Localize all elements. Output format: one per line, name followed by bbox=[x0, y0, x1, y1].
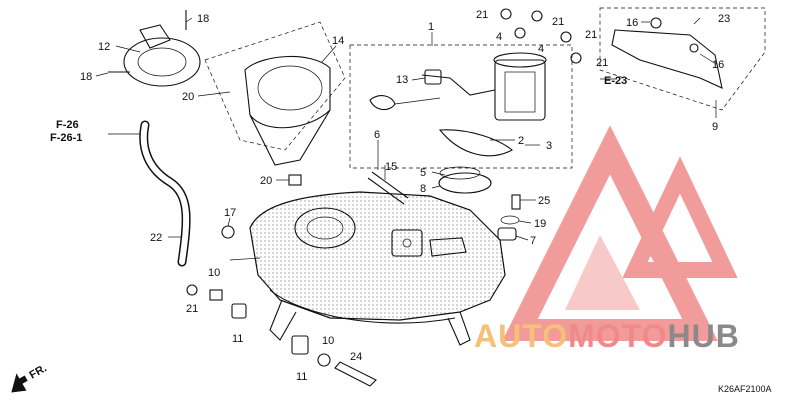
watermark-text: AUTOMOTOHUB bbox=[474, 318, 740, 354]
callout-12: 12 bbox=[98, 41, 110, 53]
ref-f26: F-26 bbox=[56, 119, 79, 131]
callout-20: 20 bbox=[260, 175, 272, 187]
callout-9: 9 bbox=[712, 121, 718, 133]
callout-1: 1 bbox=[428, 21, 434, 33]
hardware bbox=[108, 8, 699, 387]
callout-17: 17 bbox=[224, 207, 236, 219]
callout-16: 16 bbox=[626, 17, 638, 29]
callout-11: 11 bbox=[296, 371, 307, 383]
callout-2: 2 bbox=[518, 135, 524, 147]
callout-6: 6 bbox=[374, 129, 380, 141]
callout-21: 21 bbox=[585, 29, 597, 41]
callout-21: 21 bbox=[476, 9, 488, 21]
fuel-pump-assembly bbox=[349, 44, 573, 169]
callout-15: 15 bbox=[385, 161, 397, 173]
callout-16: 16 bbox=[712, 59, 724, 71]
watermark-hub: HUB bbox=[667, 318, 739, 354]
callout-24: 24 bbox=[350, 351, 362, 363]
callout-21: 21 bbox=[186, 303, 198, 315]
filler-neck bbox=[204, 21, 346, 166]
fuel-cap bbox=[123, 24, 201, 87]
callout-5: 5 bbox=[420, 167, 426, 179]
side-cover bbox=[599, 7, 766, 111]
callout-4: 4 bbox=[496, 31, 502, 43]
watermark-logo bbox=[502, 125, 738, 341]
ref-f26-1: F-26-1 bbox=[50, 132, 82, 144]
callout-18: 18 bbox=[197, 13, 209, 25]
ref-e23: E-23 bbox=[604, 75, 627, 87]
front-direction-arrow: FR. bbox=[11, 362, 49, 393]
callout-7: 7 bbox=[530, 235, 536, 247]
callout-10: 10 bbox=[208, 267, 220, 279]
callout-21: 21 bbox=[596, 57, 608, 69]
callout-14: 14 bbox=[332, 35, 344, 47]
callout-21: 21 bbox=[552, 16, 564, 28]
callout-19: 19 bbox=[534, 218, 546, 230]
leader-lines bbox=[95, 17, 717, 261]
callout-8: 8 bbox=[420, 183, 426, 195]
callout-4: 4 bbox=[538, 43, 544, 55]
diagram-code: K26AF2100A bbox=[718, 384, 772, 394]
callout-10: 10 bbox=[322, 335, 334, 347]
callout-22: 22 bbox=[150, 232, 162, 244]
callout-25: 25 bbox=[538, 195, 550, 207]
callout-11: 11 bbox=[232, 333, 243, 345]
callout-20: 20 bbox=[182, 91, 194, 103]
callout-18: 18 bbox=[80, 71, 92, 83]
callout-3: 3 bbox=[546, 140, 552, 152]
watermark-moto: MOTO bbox=[568, 318, 667, 354]
fuel-tank bbox=[249, 191, 506, 321]
callout-23: 23 bbox=[718, 13, 730, 25]
watermark-auto: AUTO bbox=[474, 318, 568, 354]
direction-label: FR. bbox=[28, 362, 49, 381]
callout-13: 13 bbox=[396, 74, 408, 86]
